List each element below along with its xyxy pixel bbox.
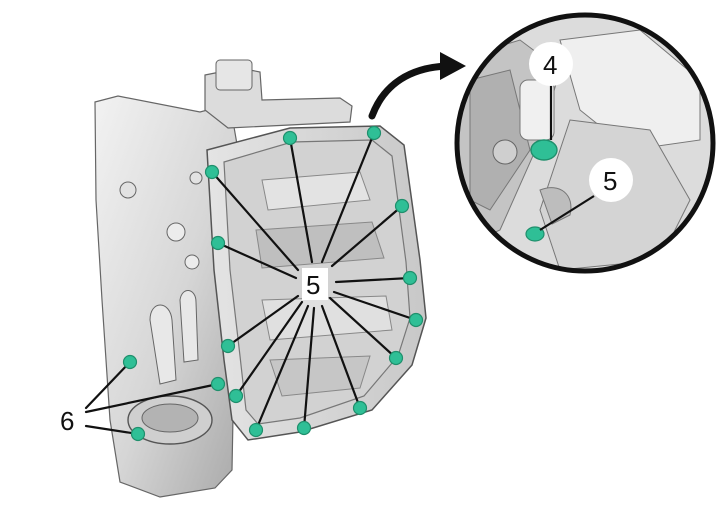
bolt-icon <box>394 198 410 214</box>
bolt-icon <box>282 130 298 146</box>
bolt-icon <box>530 139 558 161</box>
bolt-icon <box>122 354 138 370</box>
bolts-6 <box>122 354 226 442</box>
bolt-icon <box>248 422 264 438</box>
bolt-icon <box>130 426 146 442</box>
bolt-icon <box>204 164 220 180</box>
transmission-housing <box>94 59 427 498</box>
bolt-icon <box>228 388 244 404</box>
bolts-5 <box>204 125 424 438</box>
inset-label-4: 4 <box>543 50 557 80</box>
leader-lines-6 <box>84 360 220 436</box>
bolt-icon <box>408 312 424 328</box>
bolt-icon <box>210 235 226 251</box>
bolt-icon <box>210 376 226 392</box>
callout-label-5: 5 <box>306 270 320 300</box>
callout-label-6: 6 <box>60 406 74 436</box>
curved-arrow-icon <box>368 52 466 120</box>
bolt-icon <box>366 125 382 141</box>
bolt-icon <box>220 338 236 354</box>
bolt-icon <box>296 420 312 436</box>
leader-lines-5 <box>210 131 418 432</box>
bolt-icon <box>402 270 418 286</box>
bolt-icon <box>388 350 404 366</box>
bolt-icon <box>352 400 368 416</box>
bolt-icon <box>525 226 545 242</box>
magnifier-inset: 4 5 <box>454 12 716 274</box>
inset-label-5: 5 <box>603 166 617 196</box>
